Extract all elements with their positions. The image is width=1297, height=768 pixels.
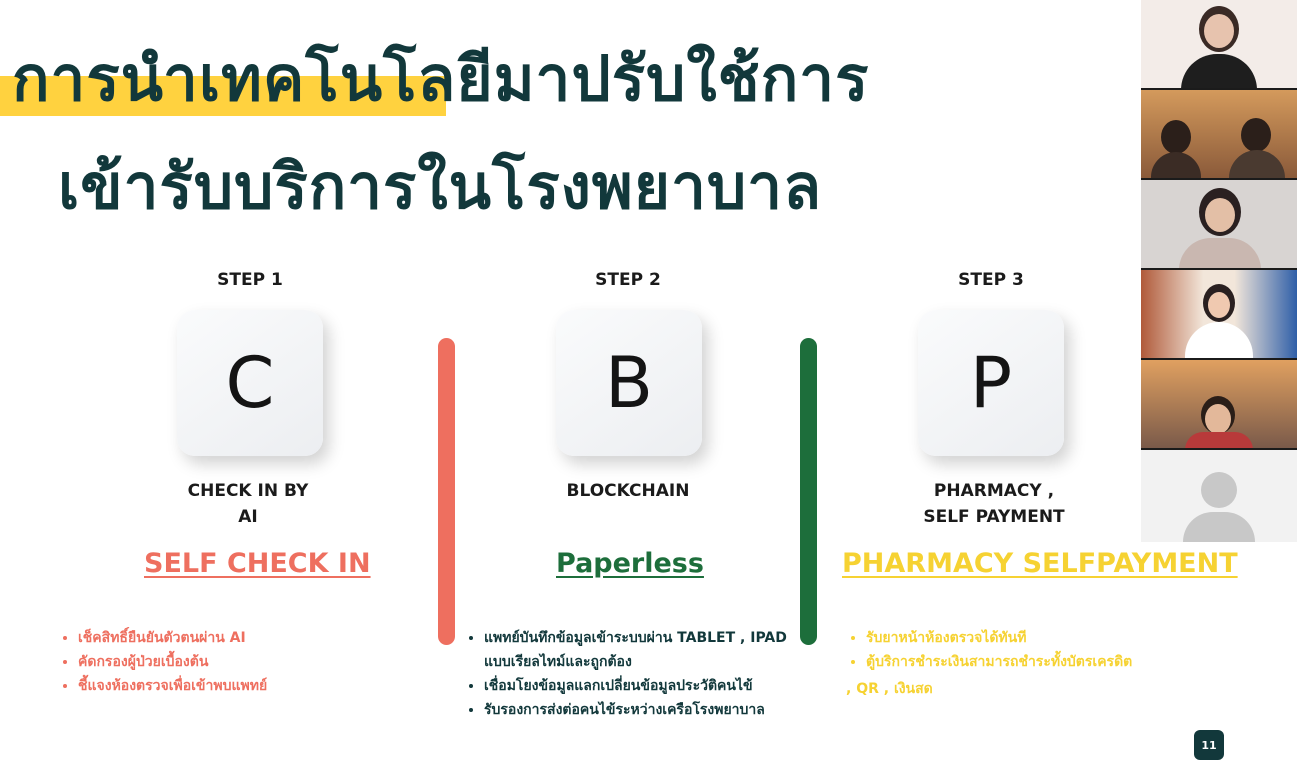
step-1-label: STEP 1 — [217, 270, 283, 290]
step-1-bullet: ชี้แจงห้องตรวจเพื่อเข้าพบแพทย์ — [78, 674, 378, 698]
avatar-placeholder-icon — [1201, 472, 1237, 508]
person-face-icon — [1205, 404, 1231, 434]
person-icon — [1161, 120, 1191, 154]
step-2-bullet: แพทย์บันทึกข้อมูลเข้าระบบผ่าน TABLET , I… — [484, 626, 814, 674]
participant-tile[interactable] — [1141, 360, 1297, 450]
person-face-icon — [1204, 14, 1234, 48]
step-2-card: B — [556, 310, 702, 456]
participant-video-strip — [1141, 0, 1297, 542]
person-icon — [1241, 118, 1271, 152]
participant-tile[interactable] — [1141, 180, 1297, 270]
step-1-desc-line-2: AI — [238, 507, 258, 527]
step-1-description: CHECK IN BY AI — [150, 478, 346, 530]
step-2-letter: B — [604, 342, 654, 424]
person-body-icon — [1185, 322, 1253, 358]
avatar-placeholder-body-icon — [1183, 512, 1255, 542]
title-highlight — [0, 76, 446, 116]
step-1-bullet: คัดกรองผู้ป่วยเบื้องต้น — [78, 650, 378, 674]
step-1-bullets: เช็คสิทธิ์ยืนยันตัวตนผ่าน AI คัดกรองผู้ป… — [60, 626, 378, 698]
divider-green — [800, 338, 817, 645]
participant-tile-camera-off[interactable] — [1141, 450, 1297, 542]
step-3-card: P — [918, 310, 1064, 456]
person-body-icon — [1185, 432, 1253, 448]
step-3-letter: P — [969, 342, 1013, 424]
person-face-icon — [1205, 198, 1235, 232]
participant-tile-speaker[interactable] — [1141, 0, 1297, 90]
divider-red — [438, 338, 455, 645]
person-body-icon — [1179, 238, 1261, 268]
step-3-keyword: PHARMACY SELFPAYMENT — [842, 548, 1238, 579]
person-body-icon — [1151, 152, 1201, 178]
slide-title-line-2: เข้ารับบริการในโรงพยาบาล — [58, 150, 823, 223]
step-1-keyword: SELF CHECK IN — [144, 548, 371, 579]
participant-tile[interactable] — [1141, 270, 1297, 360]
step-3-label: STEP 3 — [958, 270, 1024, 290]
step-2-keyword: Paperless — [556, 548, 704, 579]
step-2-description: BLOCKCHAIN — [530, 478, 726, 504]
slide-title-line-1: การนำเทคโนโลยีมาปรับใช้การ — [12, 42, 870, 115]
step-3-bullet: ตู้บริการชำระเงินสามารถชำระทั้งบัตรเครดิ… — [866, 650, 1206, 674]
step-1-letter: C — [225, 342, 275, 424]
person-body-icon — [1181, 54, 1257, 88]
participant-tile[interactable] — [1141, 90, 1297, 180]
step-3-description: PHARMACY , SELF PAYMENT — [896, 478, 1092, 530]
step-2-bullet: รับรองการส่งต่อคนไข้ระหว่างเครือโรงพยาบา… — [484, 698, 814, 722]
step-3-desc-line-2: SELF PAYMENT — [923, 507, 1065, 527]
person-face-icon — [1208, 292, 1230, 318]
step-2-desc-line-1: BLOCKCHAIN — [566, 481, 690, 501]
step-2-label: STEP 2 — [595, 270, 661, 290]
person-body-icon — [1229, 150, 1285, 178]
step-1-bullet: เช็คสิทธิ์ยืนยันตัวตนผ่าน AI — [78, 626, 378, 650]
step-3-bullets: รับยาหน้าห้องตรวจได้ทันที ตู้บริการชำระเ… — [848, 626, 1206, 674]
step-1-card: C — [177, 310, 323, 456]
step-3-desc-line-1: PHARMACY , — [933, 481, 1055, 501]
step-3-bullet-continuation: , QR , เงินสด — [846, 681, 933, 697]
step-2-bullets: แพทย์บันทึกข้อมูลเข้าระบบผ่าน TABLET , I… — [466, 626, 814, 722]
step-2-bullet: เชื่อมโยงข้อมูลแลกเปลี่ยนข้อมูลประวัติคน… — [484, 674, 814, 698]
step-1-desc-line-1: CHECK IN BY — [187, 481, 309, 501]
page-number-badge: 11 — [1194, 730, 1224, 760]
step-3-bullet: รับยาหน้าห้องตรวจได้ทันที — [866, 626, 1206, 650]
